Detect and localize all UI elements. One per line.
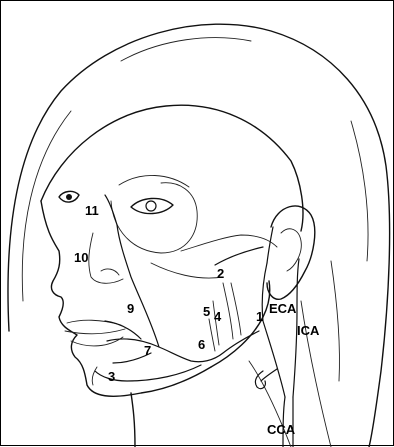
label-7: 7: [144, 343, 151, 358]
face-profile: [41, 201, 211, 396]
label-5: 5: [203, 304, 210, 319]
jawline: [211, 281, 270, 367]
ear: [267, 206, 315, 299]
label-ica: ICA: [297, 323, 320, 338]
transverse-facial-artery: [215, 247, 263, 265]
left-pupil: [66, 194, 72, 200]
nose: [89, 233, 123, 283]
right-iris: [146, 201, 156, 211]
hairline: [41, 105, 303, 231]
nostril: [101, 269, 119, 275]
hair-strand: [121, 38, 251, 61]
label-1: 1: [256, 309, 263, 324]
label-10: 10: [74, 250, 88, 265]
label-cca: CCA: [267, 422, 296, 437]
label-6: 6: [198, 337, 205, 352]
neck-front: [131, 393, 135, 447]
facial-artery: [107, 331, 259, 362]
label-9: 9: [127, 301, 134, 316]
label-2: 2: [217, 266, 224, 281]
eye-socket: [111, 183, 197, 253]
hair-strand: [22, 111, 71, 301]
hair-outline: [8, 24, 390, 447]
label-11: 11: [85, 203, 99, 218]
hair-strand: [331, 261, 340, 381]
mental-twig: [92, 367, 97, 385]
label-3: 3: [108, 369, 115, 384]
masseteric-branch: [231, 283, 241, 335]
label-eca: ECA: [269, 301, 297, 316]
label-4: 4: [214, 309, 222, 324]
cheekbone: [181, 235, 277, 251]
hair-strand: [351, 121, 368, 261]
cheek-contour: [151, 263, 223, 278]
superficial-temporal-artery: [267, 227, 273, 263]
masseteric-branch: [223, 283, 233, 339]
lower-lip: [71, 337, 123, 346]
angular-artery: [105, 195, 159, 347]
